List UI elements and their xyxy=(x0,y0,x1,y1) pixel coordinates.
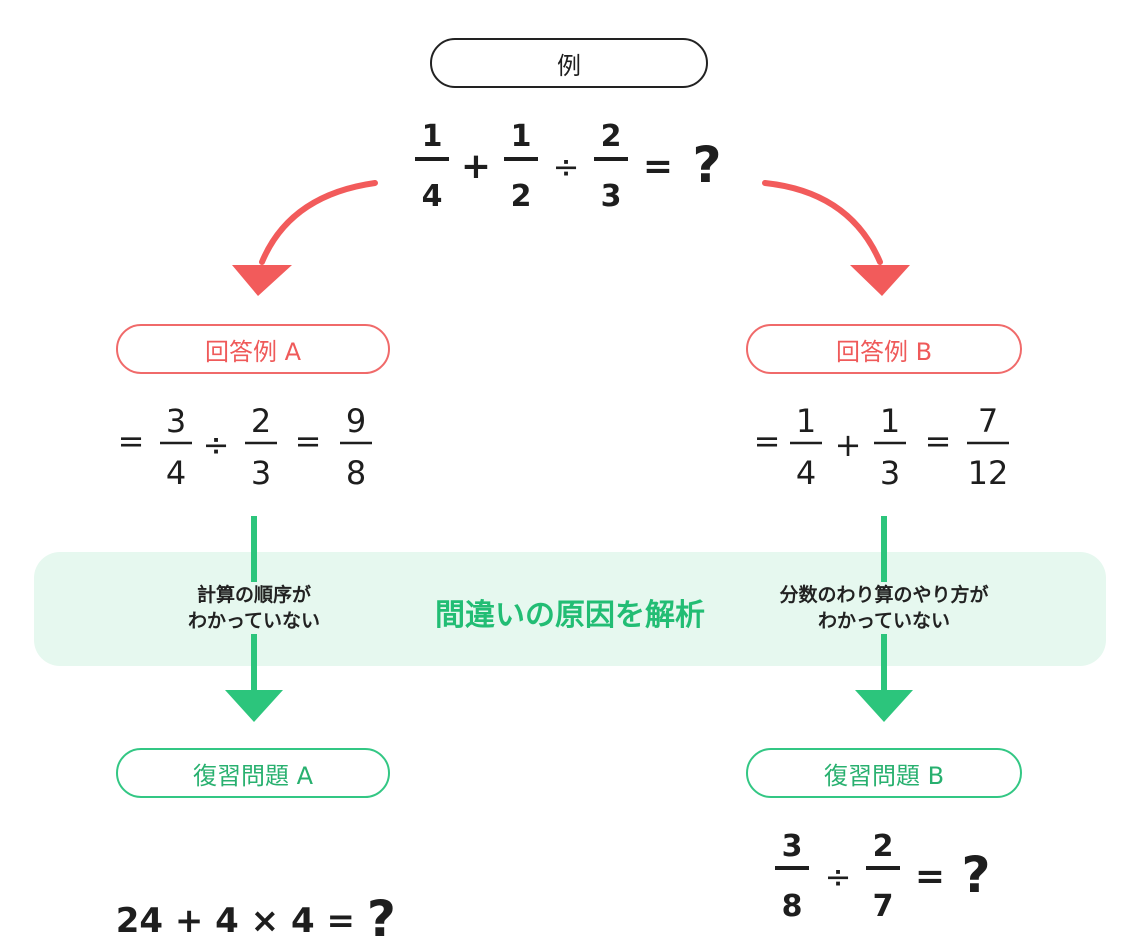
a-f1-den: 4 xyxy=(166,454,186,492)
example-label: 例 xyxy=(430,38,708,88)
ex-f3-num: 2 xyxy=(601,119,622,154)
ex-f1-den: 4 xyxy=(422,179,443,214)
b-f1-num: 1 xyxy=(796,402,816,440)
b-f1-den: 4 xyxy=(796,454,816,492)
a-eq2: = xyxy=(295,422,322,460)
b-f2-den: 3 xyxy=(880,454,900,492)
arrow-right-curve xyxy=(762,180,883,265)
a-f3-num: 9 xyxy=(346,402,366,440)
review-b-formula: 3 8 ÷ 2 7 = ? xyxy=(775,829,991,924)
rb-eq: = xyxy=(915,856,945,897)
cause-a: 計算の順序が わかっていない xyxy=(150,582,358,634)
example-label-text: 例 xyxy=(557,51,581,80)
b-eq1: = xyxy=(754,422,781,460)
a-f2-den: 3 xyxy=(251,454,271,492)
review-a-answer: ? xyxy=(366,890,396,948)
cause-b-line1: 分数のわり算のやり方が xyxy=(779,584,989,606)
ex-f2-num: 1 xyxy=(511,119,532,154)
rb-f2-num: 2 xyxy=(873,829,894,864)
cause-a-line2: わかっていない xyxy=(187,610,321,632)
answer-a-formula: = 3 4 ÷ 2 3 = 9 8 xyxy=(118,402,372,492)
answer-b-formula: = 1 4 + 1 3 = 7 12 xyxy=(754,402,1009,492)
answer-a-label: 回答例 A xyxy=(116,324,390,374)
green-arrow-right-head xyxy=(855,690,913,722)
a-f1-num: 3 xyxy=(166,402,186,440)
review-a-expr: 24 + 4 × 4 = xyxy=(115,901,367,941)
ex-op2: ÷ xyxy=(553,148,580,186)
cause-b: 分数のわり算のやり方が わかっていない xyxy=(752,582,1016,634)
a-f2-num: 2 xyxy=(251,402,271,440)
b-f3-num: 7 xyxy=(978,402,998,440)
answer-b-label: 回答例 B xyxy=(746,324,1022,374)
review-b-label-text: 復習問題 B xyxy=(823,761,945,790)
b-f3-den: 12 xyxy=(968,454,1009,492)
arrow-left-head xyxy=(232,265,292,296)
cause-b-line2: わかっていない xyxy=(817,610,951,632)
ex-f3-den: 3 xyxy=(601,179,622,214)
rb-op: ÷ xyxy=(825,858,852,896)
review-a-label: 復習問題 A xyxy=(116,748,390,798)
example-formula: 1 4 + 1 2 ÷ 2 3 = ? xyxy=(415,119,722,214)
ex-op1: + xyxy=(461,146,491,187)
analysis-title: 間違いの原因を解析 xyxy=(435,598,705,633)
b-op: + xyxy=(835,426,862,464)
b-eq2: = xyxy=(925,422,952,460)
arrow-right-head xyxy=(850,265,910,296)
cause-a-line1: 計算の順序が xyxy=(196,584,311,606)
b-f2-num: 1 xyxy=(880,402,900,440)
rb-f2-den: 7 xyxy=(873,889,894,924)
review-a-expression: 24 + 4 × 4 = ? xyxy=(92,850,396,948)
ex-ans: ? xyxy=(692,136,721,194)
green-arrow-left-head xyxy=(225,690,283,722)
ex-eq: = xyxy=(643,146,673,187)
rb-ans: ? xyxy=(961,846,990,904)
a-eq1: = xyxy=(118,422,145,460)
review-a-label-text: 復習問題 A xyxy=(192,761,314,790)
ex-f2-den: 2 xyxy=(511,179,532,214)
ex-f1-num: 1 xyxy=(422,119,443,154)
arrow-left-curve xyxy=(259,180,378,265)
answer-a-label-text: 回答例 A xyxy=(204,337,302,366)
a-f3-den: 8 xyxy=(346,454,366,492)
rb-f1-den: 8 xyxy=(782,889,803,924)
review-b-label: 復習問題 B xyxy=(746,748,1022,798)
answer-b-label-text: 回答例 B xyxy=(835,337,933,366)
rb-f1-num: 3 xyxy=(782,829,803,864)
a-op: ÷ xyxy=(203,426,230,464)
